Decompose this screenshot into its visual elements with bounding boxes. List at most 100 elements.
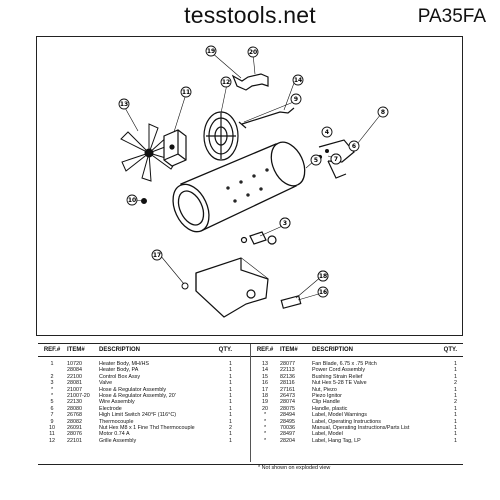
callout-number: 4 bbox=[325, 129, 329, 136]
description-cell: Clip Handle bbox=[312, 399, 340, 406]
ref-cell: 14 bbox=[262, 367, 268, 374]
header-description: DESCRIPTION bbox=[99, 347, 141, 353]
callout-5: 5 bbox=[310, 154, 322, 166]
callout-number: 14 bbox=[294, 77, 302, 84]
item-cell: 82136 bbox=[280, 373, 295, 380]
callout-circle bbox=[330, 153, 342, 165]
callout-circle bbox=[118, 98, 130, 110]
callout-number: 18 bbox=[319, 273, 327, 280]
header-qty: QTY. bbox=[443, 347, 457, 353]
piezo-ignitor-part bbox=[280, 295, 302, 309]
callout-number: 17 bbox=[153, 252, 161, 259]
qty-cell: 1 bbox=[229, 405, 232, 412]
heater-body-part bbox=[172, 141, 306, 233]
callout-circle bbox=[126, 194, 138, 206]
qty-cell: 1 bbox=[229, 431, 232, 438]
ref-cell: 11 bbox=[49, 431, 55, 438]
description-cell: Grille Assembly bbox=[99, 437, 137, 444]
callout-13: 13 bbox=[118, 98, 130, 110]
item-cell: 22130 bbox=[67, 399, 82, 406]
item-cell: 28076 bbox=[67, 431, 82, 438]
callout-number: 11 bbox=[182, 89, 190, 96]
callout-number: 7 bbox=[334, 156, 338, 163]
callout-circle bbox=[180, 86, 192, 98]
motor-part bbox=[163, 129, 187, 167]
callout-16: 16 bbox=[317, 286, 329, 298]
callout-12: 12 bbox=[220, 76, 232, 88]
ref-cell: * bbox=[50, 392, 54, 399]
item-cell: 70036 bbox=[280, 424, 295, 431]
ref-cell: * bbox=[263, 437, 267, 444]
callout-circle bbox=[377, 106, 389, 118]
ref-cell: 6 bbox=[50, 405, 54, 412]
callout-circle bbox=[205, 45, 217, 57]
callout-19: 19 bbox=[205, 45, 217, 57]
qty-cell: 1 bbox=[229, 373, 232, 380]
description-cell: Thermocouple bbox=[99, 418, 134, 425]
callout-circle bbox=[279, 217, 291, 229]
ref-cell: 17 bbox=[262, 386, 268, 393]
description-cell: Label, Model bbox=[312, 431, 343, 438]
description-cell: Power Cord Assembly bbox=[312, 367, 366, 374]
qty-cell: 1 bbox=[229, 418, 232, 425]
callout-number: 20 bbox=[249, 49, 257, 56]
callout-3: 3 bbox=[279, 217, 291, 229]
callout-circle bbox=[321, 126, 333, 138]
item-cell: 28204 bbox=[280, 437, 295, 444]
power-cord-part bbox=[238, 107, 295, 129]
callout-number: 5 bbox=[314, 157, 318, 164]
callout-number: 10 bbox=[128, 197, 136, 204]
qty-cell: 1 bbox=[454, 367, 457, 374]
qty-cell: 1 bbox=[229, 386, 232, 393]
ref-cell: 15 bbox=[262, 373, 268, 380]
ref-cell: * bbox=[263, 412, 267, 419]
ref-cell: 10 bbox=[49, 424, 55, 431]
diagram-frame bbox=[36, 36, 463, 336]
callout-number: 9 bbox=[294, 96, 298, 103]
description-cell: Wire Assembly bbox=[99, 399, 135, 406]
item-cell: 28075 bbox=[280, 405, 295, 412]
site-title: tesstools.net bbox=[184, 2, 316, 28]
callout-number: 16 bbox=[319, 289, 327, 296]
table-header-right: REF.# ITEM# DESCRIPTION QTY. bbox=[251, 344, 463, 357]
callout-9: 9 bbox=[290, 93, 302, 105]
qty-cell: 1 bbox=[454, 373, 457, 380]
callout-number: 12 bbox=[222, 79, 230, 86]
item-cell: 26473 bbox=[280, 392, 295, 399]
ref-cell: 12 bbox=[49, 437, 55, 444]
callout-number: 3 bbox=[283, 220, 287, 227]
callout-circle bbox=[292, 74, 304, 86]
ref-cell: 1 bbox=[50, 361, 54, 367]
qty-cell: 1 bbox=[454, 418, 457, 425]
item-cell: 22100 bbox=[67, 373, 82, 380]
qty-cell: 1 bbox=[229, 380, 232, 387]
item-cell: 10720 bbox=[67, 361, 82, 367]
description-cell: Hose & Regulator Assembly bbox=[99, 386, 167, 393]
ref-cell: * bbox=[50, 386, 54, 393]
qty-cell: 1 bbox=[229, 367, 232, 374]
description-cell: Valve bbox=[99, 380, 113, 387]
qty-cell: 1 bbox=[454, 424, 457, 431]
callout-number: 19 bbox=[207, 48, 215, 55]
callout-number: 13 bbox=[120, 101, 128, 108]
description-cell: Hose & Regulator Assembly, 20' bbox=[99, 392, 176, 399]
callout-14: 14 bbox=[292, 74, 304, 86]
callout-circle bbox=[317, 286, 329, 298]
qty-cell: 1 bbox=[229, 361, 232, 367]
description-cell: Label, Hang Tag, LP bbox=[312, 437, 361, 444]
callout-circle bbox=[220, 76, 232, 88]
description-cell: Manual, Operating Instructions/Parts Lis… bbox=[312, 424, 410, 431]
item-cell: 28077 bbox=[280, 361, 295, 367]
item-cell: 26091 bbox=[67, 424, 82, 431]
callout-circle bbox=[151, 249, 163, 261]
header-item: ITEM# bbox=[67, 347, 85, 353]
